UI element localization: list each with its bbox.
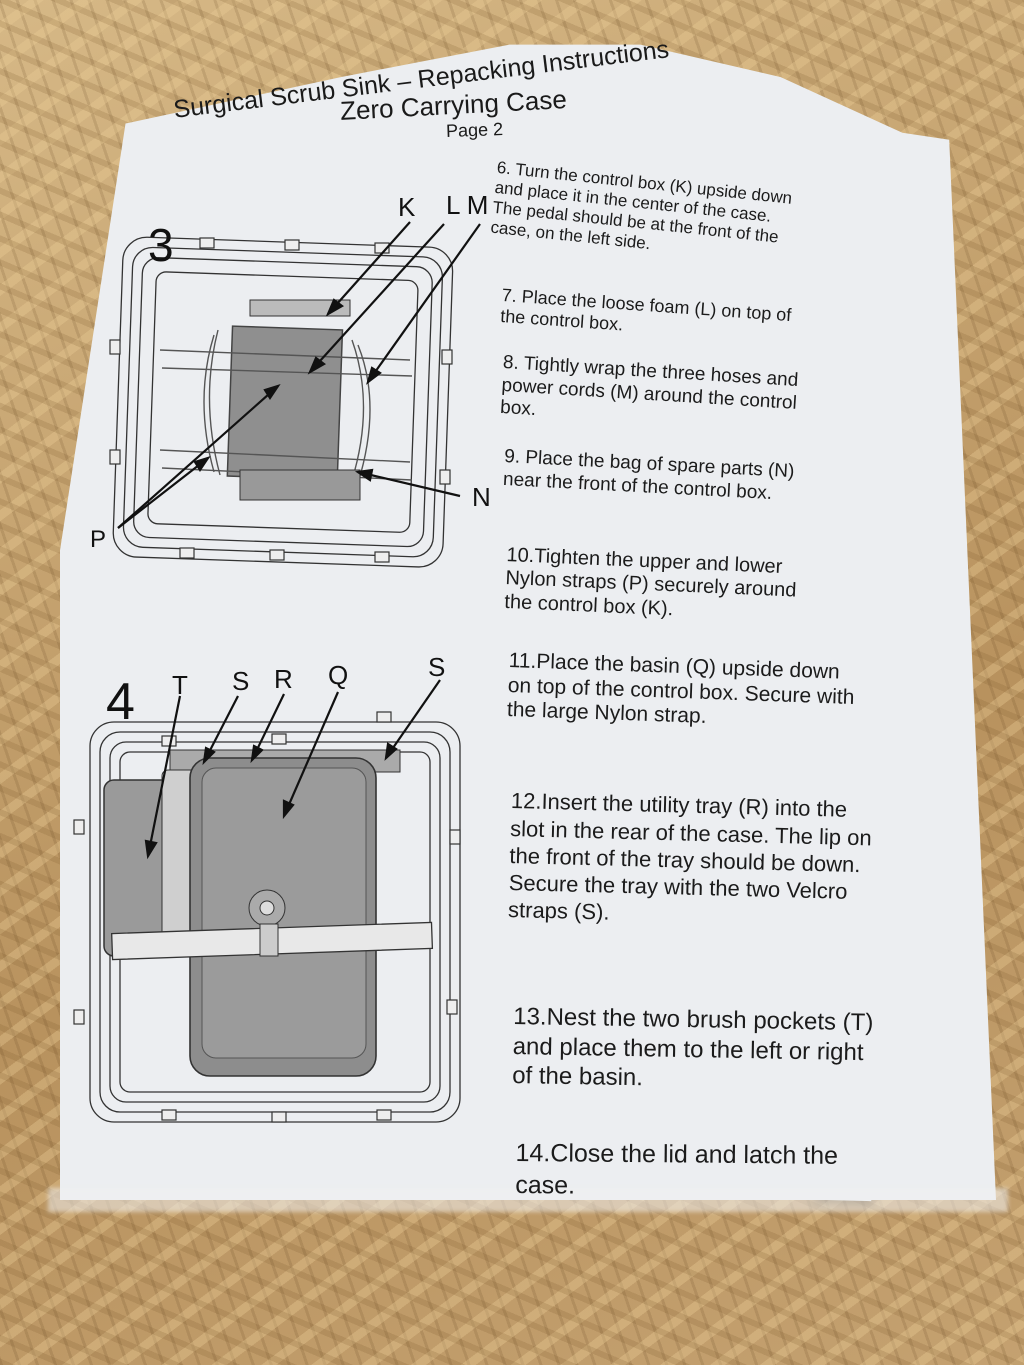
step-8: 8. Tightly wrap the three hoses and powe… <box>499 352 799 421</box>
figure-3-drawing <box>109 221 481 568</box>
figure-4-label-r: R <box>274 664 293 694</box>
step-13: 13.Nest the two brush pockets (T) and pl… <box>511 1002 874 1092</box>
figure-3-label-n: N <box>472 482 491 512</box>
figure-4-number: 4 <box>106 673 135 731</box>
figure-4-label-q: Q <box>328 660 349 690</box>
step-6: 6. Turn the control box (K) upside down … <box>489 157 794 254</box>
figure-4-drawing <box>73 679 461 1123</box>
step-10: 10.Tighten the upper and lower Nylon str… <box>503 543 797 621</box>
figure-4-diagram: 4 T S R Q S <box>62 650 482 1140</box>
figure-3-label-p: P <box>90 526 107 553</box>
figure-3-label-lm: L M <box>446 190 489 220</box>
page-stack-edge <box>48 1188 1008 1212</box>
step-12: 12.Insert the utility tray (R) into the … <box>507 788 873 925</box>
figure-3-number: 3 <box>148 219 174 271</box>
step-11: 11.Place the basin (Q) upside down on to… <box>506 648 855 729</box>
step-14: 14.Close the lid and latch the case. <box>515 1138 839 1200</box>
figure-4-label-s-left: S <box>232 666 250 696</box>
figure-3-diagram: 3 K L M N P <box>90 190 491 580</box>
figure-4-label-t: T <box>172 670 188 700</box>
figure-3-label-k: K <box>398 192 416 222</box>
figure-4-label-s-right: S <box>428 652 446 682</box>
